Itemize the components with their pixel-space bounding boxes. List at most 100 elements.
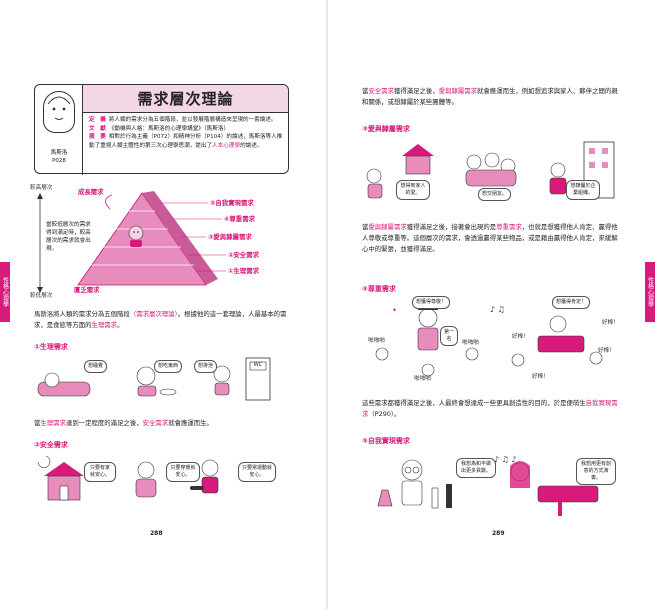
sparkle-icon: ✦ [392,307,397,314]
p2-text-a: 當 [362,223,369,231]
praise-label: 好棒！ [602,320,619,326]
p3-text-a: 這些需求都獲得滿足之後，人最終會想達成一些更具創造性的目的，於是便萌生 [362,399,586,407]
pianist-character-icon [511,315,603,367]
level-4-label: ④尊重需求 [224,215,255,223]
bubble-want-respect: 想獲得尊敬！ [412,296,451,309]
praise-label: 好棒！ [512,334,529,340]
p1-term-safety: 安全需求 [368,87,394,95]
summary-row: 摘 要相對於行為主義（P072）和精神分析（P104）的論述，馬斯洛等人推動了重… [89,133,284,150]
mid-text-a: 當 [34,419,41,427]
summary-text: 相對於行為主義（P072）和精神分析（P104）的論述，馬斯洛等人推動了重視人類… [89,134,283,149]
praise-label: 好棒！ [598,348,615,354]
bubble-home-safe: 只要有家就安心。 [84,462,116,482]
friends-icon [465,152,517,187]
p1-term-love: 愛與隸屬需求 [438,87,478,95]
left-page: 性格心理學 馬斯洛 P028 需求層次理論 定 義將人類的需求分為五個階段，並以… [0,0,327,609]
avatar-name-text: 馬斯洛 [50,150,68,156]
axis-arrow-up [37,193,43,199]
p1-text-c: 獲得滿足之後， [393,87,439,95]
lower-level-label: 較低層次 [30,293,53,299]
eating-character-icon [136,366,177,397]
scientist-character-icon [377,459,452,509]
avatar-name: 馬斯洛 P028 [35,149,83,165]
higher-level-label: 較高層次 [30,185,53,191]
music-note-icon: ♪ ♫ [490,305,505,314]
summary-tail: 的論述。 [240,142,263,149]
toilet-character-icon [213,357,271,401]
maslow-avatar-icon [43,91,75,133]
intro-text-e: 。 [117,321,124,329]
love-illustration: 想得到家人的愛。 想交朋友。 想隸屬於企業組織。 [362,136,620,206]
p3-term-self-actualization: 自我實現需求 [362,399,618,418]
left-intro-paragraph: 馬斯洛將人類的需求分為五個階段（需求層次理論）。根據他的這一套理論，人最基本的需… [34,309,292,331]
physiological-illustration: 想睡覺 想吃東西 想排泄 WC [34,354,292,404]
bubble-hungry: 想吃東西 [154,360,183,373]
bubble-want-recognition: 想獲得肯定！ [552,296,591,309]
definition-key: 定 義 [89,117,106,123]
summary-key: 摘 要 [89,134,106,141]
right-page: 性格心理學 當安全需求獲得滿足之後，愛與隸屬需求就會應運而生，例如想追求與家人、… [328,0,655,609]
book-gutter [326,0,328,609]
p2-term-love: 愛與隸屬需求 [368,223,407,231]
p2-text-c: 獲得滿足之後，接著會出現的是 [406,223,497,231]
definition-box: 馬斯洛 P028 需求層次理論 定 義將人類的需求分為五個階段，並以發展階層構造… [34,84,289,175]
definition-row: 定 義將人類的需求分為五個階段，並以發展階層構造來呈現的一套論述。 [89,116,284,125]
exercise-character-icon [190,459,219,494]
sleeping-character-icon [37,372,91,397]
mid-term-safety: 安全需求 [142,419,169,427]
esteem-illustration: ♪ ♫ ✦ 想獲得尊敬！ 想獲得肯定！ 第一名 啪啪啪 啪啪啪 啪啪啪 好棒！ … [362,296,620,382]
section-self-actualization-heading: ⑤自我實現需求 [362,437,410,445]
bubble-warm-safe: 只要穿暖就安心。 [166,462,200,482]
intro-text-a: 馬斯洛將人類的需求分為五個階段 [34,310,130,318]
graduate-character-icon [375,306,479,377]
house-icon [37,455,84,501]
bubble-toilet: 想排泄 [194,360,218,373]
growth-needs-label: 成長需求 [78,188,104,196]
section-safety-heading: ②安全需求 [34,441,68,449]
cheer-label: 啪啪啪 [414,376,431,382]
praise-label: 好棒！ [532,374,549,380]
humanistic-term: 人本心理學 [212,142,241,149]
page-number-left: 288 [150,530,163,537]
deficiency-needs-label: 匱乏需求 [74,286,100,294]
axis-arrow-down [37,287,43,293]
p1-text-a: 當 [362,87,369,95]
left-mid-paragraph: 當生理需求達到一定程度的滿足之後，安全需求就會應運而生。 [34,418,292,429]
avatar-ref: P028 [52,158,66,164]
bubble-creative-performance: 我想用更有創意的方式演奏。 [576,458,616,485]
p1-text-e: 就會應運而生，例如想追求與家人、夥伴之間的親和關係，或想隸屬於某些團體等。 [362,87,618,106]
musician-character-icon [510,461,599,516]
intro-term-hierarchy: （需求層次理論） [129,310,178,318]
level-1-label: ①生理需求 [228,267,259,275]
mid-term-physiological: 生理需求 [40,419,66,427]
pyramid-side-note: 當較低層次的需求得到滿足時，較高層次的需求就會出現。 [46,222,91,252]
intro-term-physiological: 生理需求 [91,321,118,329]
avatar-panel: 馬斯洛 P028 [35,85,83,175]
level-2-label: ②安全需求 [228,251,259,259]
bubble-belong-company: 想隸屬於企業組織。 [566,180,600,200]
family-house-icon [366,144,434,199]
mid-text-c: 達到一定程度的滿足之後， [65,419,143,427]
right-p1-paragraph: 當安全需求獲得滿足之後，愛與隸屬需求就會應運而生，例如想追求與家人、夥伴之間的親… [362,86,620,108]
right-p3-paragraph: 這些需求都獲得滿足之後，人最終會想達成一些更具創造性的目的，於是便萌生自我實現需… [362,398,620,420]
literature-key: 文 獻 [89,125,106,132]
pink-character-icon [128,225,144,247]
literature-row: 文 獻《動機與人格：馬斯洛的心理學講堂》（馬斯洛） [89,125,284,134]
bubble-peace-contribution: 我想為和平做出更多貢獻。 [456,458,496,478]
level-3-label: ③愛與隸屬需求 [208,233,252,241]
section-esteem-heading: ④尊重需求 [362,285,396,293]
right-p2-paragraph: 當愛與隸屬需求獲得滿足之後，接著會出現的是尊重需求，也就是想獲得他人肯定、贏得他… [362,222,620,255]
bubble-sleepy: 想睡覺 [84,360,108,373]
section-love-heading: ③愛與隸屬需求 [362,125,410,133]
safety-illustration: 只要有家就安心。 只要穿暖就安心。 只要常運動就安心。 [34,452,292,510]
definition-text: 將人類的需求分為五個階段，並以發展階層構造來呈現的一套論述。 [108,117,277,123]
intro-text-c: 。根據他的這一套理論，人最基本的需求，是食慾等方面的 [34,310,287,329]
chapter-tab-left: 性格心理學 [0,262,10,322]
chapter-tab-right: 性格心理學 [645,262,655,322]
needs-pyramid: 較高層次 較低層次 成長需求 匱乏需求 當較低層次的需求得到滿足時，較高層次的需… [30,185,300,305]
pyramid-side [142,191,218,285]
growth-bracket [105,194,113,210]
literature-text: 《動機與人格：馬斯洛的心理學講堂》（馬斯洛） [108,125,230,132]
pyramid-diagram [37,191,226,293]
bubble-friends: 想交朋友。 [478,188,512,201]
